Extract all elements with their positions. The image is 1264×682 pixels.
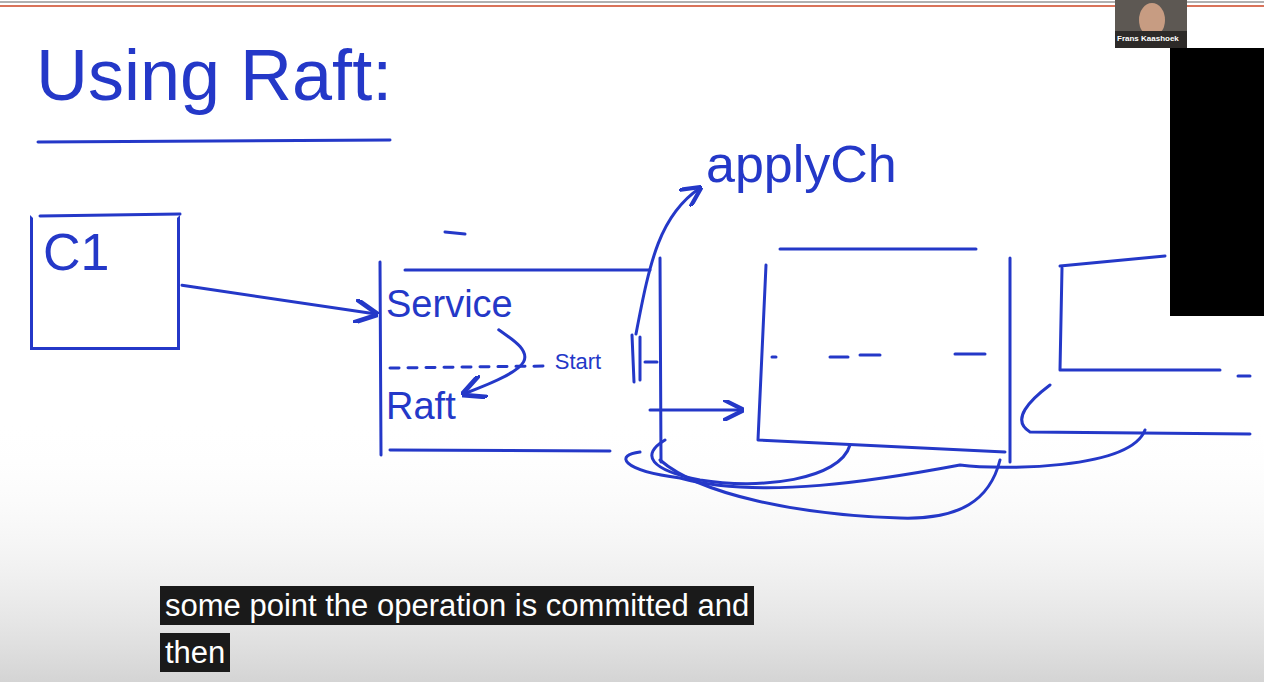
video-thumbnail xyxy=(1115,0,1187,48)
applych-arrow xyxy=(636,188,700,334)
name-strip xyxy=(1115,31,1187,48)
channel-name: applyCh xyxy=(706,136,897,193)
reply-curve xyxy=(626,430,1145,488)
connector-arrow xyxy=(182,285,376,314)
speaker-name: Frans Kaashoek xyxy=(1117,35,1179,44)
rpc-arrow xyxy=(650,409,742,412)
client-box: C1 xyxy=(30,215,180,350)
node-text: Service xyxy=(386,284,513,326)
stroke-mark xyxy=(445,232,465,234)
connector-arrow xyxy=(464,330,525,394)
service-layer: Service xyxy=(386,284,513,326)
server-outline xyxy=(780,248,976,251)
board-title: Using Raft: xyxy=(36,36,392,115)
stroke-mark xyxy=(772,354,985,357)
stroke-mark xyxy=(1238,375,1250,378)
edge-label: Start xyxy=(553,350,603,374)
sketch-strokes xyxy=(38,140,1250,518)
video-subtitle: some point the operation is committed an… xyxy=(160,583,760,676)
server-outline xyxy=(758,265,1005,452)
server-divider xyxy=(1009,258,1012,462)
video-fog xyxy=(0,420,1264,682)
reply-curve xyxy=(660,460,1000,518)
top-rule xyxy=(0,1,1264,3)
top-rule xyxy=(0,5,1264,7)
video-panel xyxy=(1170,48,1264,316)
server-divider xyxy=(660,258,661,462)
raft-layer: Raft xyxy=(386,386,456,428)
title-underline xyxy=(38,140,390,142)
server-outline xyxy=(1022,385,1250,434)
server-outline xyxy=(390,450,610,451)
subtitle-text: some point the operation is committed an… xyxy=(160,586,754,672)
stroke-mark xyxy=(632,335,640,382)
server-outline xyxy=(405,269,650,272)
stroke-mark xyxy=(645,361,657,364)
server-outline xyxy=(380,262,381,455)
server-outline xyxy=(1060,256,1165,266)
node-text: Raft xyxy=(386,386,456,428)
node-text: C1 xyxy=(43,224,167,281)
